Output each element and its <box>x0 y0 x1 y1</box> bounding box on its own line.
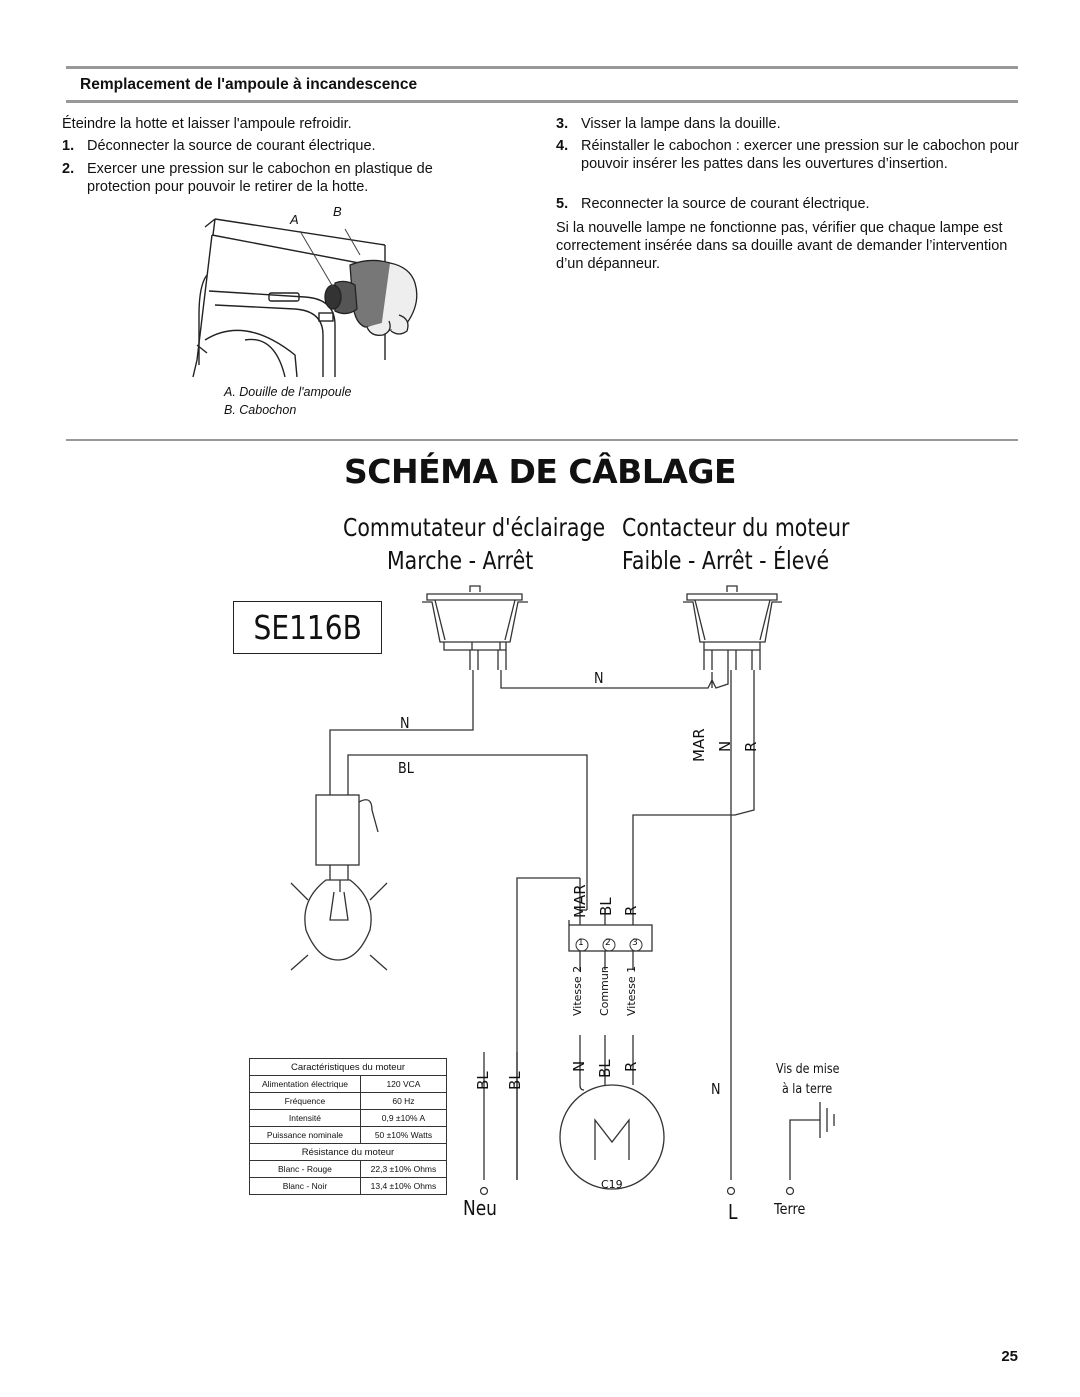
step-number: 5. <box>556 196 569 212</box>
spec-cell: 0,9 ±10% A <box>359 1109 448 1127</box>
line-label: L <box>728 1200 738 1224</box>
wiring-rule <box>66 439 1018 441</box>
wire-label-n-left: N <box>400 714 410 732</box>
wire-label-mar-upper: MAR <box>690 728 708 762</box>
spec-cell: 120 VCA <box>359 1075 448 1093</box>
bulb-replacement-illustration <box>192 218 418 378</box>
caption-b: B. Cabochon <box>224 403 297 417</box>
step-text: Visser la lampe dans la douille. <box>581 116 781 132</box>
speed-label-common: Commun <box>598 966 611 1016</box>
step-text: Exercer une pression sur le cabochon en … <box>87 161 433 195</box>
top-rule <box>66 66 1018 69</box>
motor-lead-n: N <box>570 1060 588 1072</box>
terminal-1: 1 <box>578 938 584 948</box>
speed-label-1: Vitesse 1 <box>625 965 638 1016</box>
wire-label-bl-vertical-1: BL <box>474 1071 492 1090</box>
page-number: 25 <box>1001 1348 1018 1365</box>
terminal-label-mar: MAR <box>571 884 589 918</box>
spec-cell: 60 Hz <box>359 1092 448 1110</box>
spec-cell: 22,3 ±10% Ohms <box>359 1160 448 1178</box>
motor-code: C19 <box>601 1178 623 1191</box>
step-number: 2. <box>62 161 75 177</box>
caption-a: A. Douille de l'ampoule <box>224 385 352 399</box>
wire-label-n-upper: N <box>716 740 734 752</box>
spec-cell: 50 ±10% Watts <box>359 1126 448 1144</box>
spec-title: Caractéristiques du moteur <box>249 1058 447 1076</box>
wire-label-n-top: N <box>594 669 604 687</box>
figure-letter-b: B <box>333 204 342 219</box>
motor-lead-r: R <box>622 1061 640 1072</box>
spec-cell: Puissance nominale <box>249 1126 361 1144</box>
spec-cell: 13,4 ±10% Ohms <box>359 1177 448 1195</box>
ground-label-line2: à la terre <box>782 1082 833 1097</box>
step-number: 4. <box>556 138 569 154</box>
ground-label-line1: Vis de mise <box>776 1062 840 1077</box>
resistance-title: Résistance du moteur <box>249 1143 447 1161</box>
step-text: Déconnecter la source de courant électri… <box>87 138 376 154</box>
terminal-label-bl: BL <box>597 897 615 916</box>
ground-terminal-label: Terre <box>774 1200 806 1218</box>
model-number-box: SE116B <box>233 601 382 654</box>
wire-label-r-upper: R <box>742 741 760 752</box>
motor-lead-bl: BL <box>596 1059 614 1078</box>
wiring-diagram <box>290 585 835 1196</box>
speed-label-2: Vitesse 2 <box>571 965 584 1016</box>
light-switch-subtitle: Marche - Arrêt <box>387 546 534 575</box>
terminal-label-r: R <box>622 905 640 916</box>
wire-label-bl-left: BL <box>398 759 414 777</box>
spec-cell: Fréquence <box>249 1092 361 1110</box>
wire-label-bl-vertical-2: BL <box>506 1071 524 1090</box>
light-switch-symbol <box>422 585 528 670</box>
step-number: 3. <box>556 116 569 132</box>
spec-cell: Alimentation électrique <box>249 1075 361 1093</box>
motor-switch-subtitle: Faible - Arrêt - Élevé <box>622 546 830 575</box>
section-rule <box>66 100 1018 103</box>
wire-label-n-right: N <box>711 1080 721 1098</box>
motor-switch-title: Contacteur du moteur <box>622 513 850 542</box>
spec-cell: Intensité <box>249 1109 361 1127</box>
step-number: 1. <box>62 138 75 154</box>
spec-cell: Blanc - Noir <box>249 1177 361 1195</box>
section-title: Remplacement de l'ampoule à incandescenc… <box>80 76 418 93</box>
intro-text: Éteindre la hotte et laisser l'ampoule r… <box>62 116 352 132</box>
light-switch-title: Commutateur d'éclairage <box>343 513 606 542</box>
step-text: Réinstaller le cabochon : exercer une pr… <box>581 138 1019 172</box>
spec-cell: Blanc - Rouge <box>249 1160 361 1178</box>
terminal-2: 2 <box>605 938 611 948</box>
wiring-title: SCHÉMA DE CÂBLAGE <box>343 452 737 491</box>
figure-letter-a: A <box>290 212 299 227</box>
motor-switch-symbol <box>683 585 782 670</box>
model-number: SE116B <box>253 608 362 647</box>
terminal-3: 3 <box>632 938 638 948</box>
motor-spec-table: Caractéristiques du moteur Alimentation … <box>249 1058 448 1195</box>
step-text: Reconnecter la source de courant électri… <box>581 196 870 212</box>
neutral-label: Neu <box>463 1196 497 1220</box>
note-text: Si la nouvelle lampe ne fonctionne pas, … <box>556 220 1008 272</box>
